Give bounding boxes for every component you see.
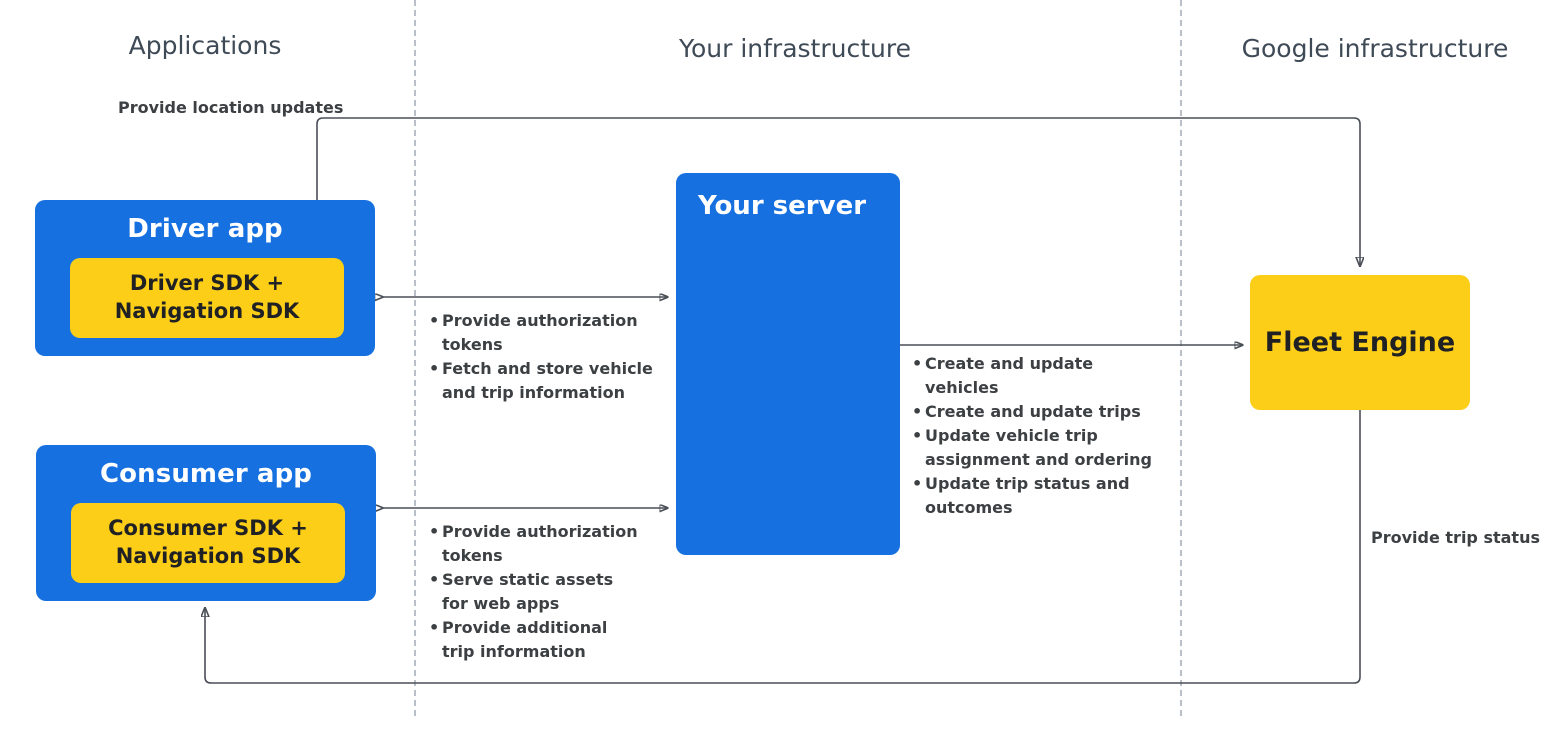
list-item: Update vehicle trip assignment and order…	[912, 424, 1162, 472]
list-item: Provide authorization tokens	[429, 309, 659, 357]
divider-applications-infrastructure	[414, 0, 416, 716]
driver-sdk-label: Driver SDK + Navigation SDK	[114, 271, 300, 323]
consumer-sdk-label: Consumer SDK + Navigation SDK	[108, 516, 308, 568]
label-provide-trip-status: Provide trip status	[1371, 528, 1540, 547]
edge-label-driver-server: Provide authorization tokens Fetch and s…	[429, 309, 659, 405]
list-item: Update trip status and outcomes	[912, 472, 1162, 520]
node-fleet-engine[interactable]: Fleet Engine	[1250, 275, 1470, 410]
node-driver-sdk[interactable]: Driver SDK + Navigation SDK	[70, 258, 344, 338]
fleet-engine-title: Fleet Engine	[1264, 327, 1456, 358]
edge-label-consumer-server: Provide authorization tokens Serve stati…	[429, 520, 644, 664]
zone-title-google-infrastructure: Google infrastructure	[1241, 34, 1509, 63]
list-item: Create and update trips	[912, 400, 1162, 424]
list-item: Fetch and store vehicle and trip informa…	[429, 357, 659, 405]
divider-infrastructure-google	[1180, 0, 1182, 716]
label-provide-location-updates: Provide location updates	[118, 98, 344, 117]
node-consumer-sdk[interactable]: Consumer SDK + Navigation SDK	[71, 503, 345, 583]
list-item: Serve static assets for web apps	[429, 568, 644, 616]
driver-app-title: Driver app	[127, 214, 283, 244]
node-your-server[interactable]: Your server	[676, 173, 900, 555]
zone-title-your-infrastructure: Your infrastructure	[679, 34, 911, 63]
your-server-title: Your server	[698, 191, 867, 221]
list-item: Create and update vehicles	[912, 352, 1162, 400]
list-item: Provide additional trip information	[429, 616, 644, 664]
list-item: Provide authorization tokens	[429, 520, 644, 568]
edge-label-server-fleet: Create and update vehicles Create and up…	[912, 352, 1162, 520]
zone-title-applications: Applications	[128, 31, 282, 60]
consumer-app-title: Consumer app	[99, 459, 312, 489]
